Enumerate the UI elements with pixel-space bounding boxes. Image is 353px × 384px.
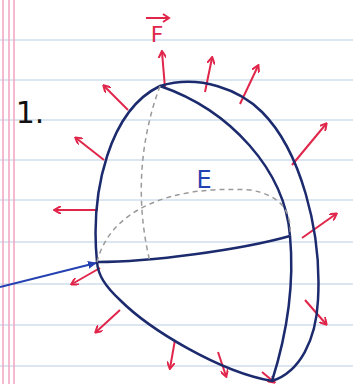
closed-surface: E [78, 78, 330, 384]
vector-label: F [151, 22, 164, 47]
problem-number: 1. [16, 95, 45, 130]
surface-outline [78, 78, 330, 384]
region-label: E [196, 166, 211, 194]
